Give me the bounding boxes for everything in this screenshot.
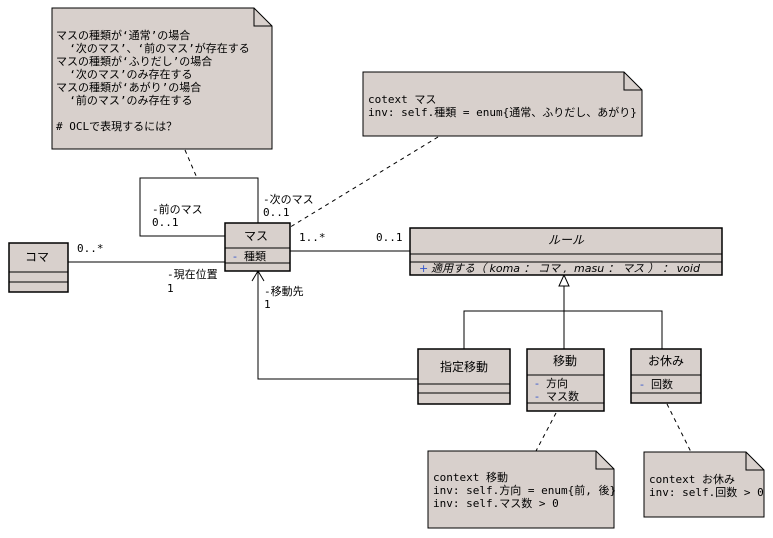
note-line: ‘前のマス’のみ存在する: [56, 93, 193, 107]
note-anchors: [184, 136, 692, 453]
generalization-branch: [463, 310, 663, 349]
generalization-triangle-icon: [558, 273, 570, 287]
note-line: cotext マス: [368, 93, 436, 106]
op-signature: 適用する（ koma ： コマ , masu ： マス ） ： void: [431, 262, 701, 275]
attr-visibility: -: [640, 378, 644, 391]
association-labels: -前のマス 0..1 -次のマス 0..1 0..* -現在位置 1 -移動先 …: [77, 192, 403, 311]
multiplicity-label: 0..1: [263, 206, 290, 219]
attr-name: 種類: [244, 249, 266, 263]
note-anchor-line: [286, 136, 439, 230]
note-line: マスの種類が‘ふりだし’の場合: [56, 54, 212, 68]
shitei-masu-line: [257, 271, 418, 380]
attr-visibility: -: [535, 377, 539, 390]
multiplicity-label: 1..*: [299, 231, 326, 244]
multiplicity-label: 0..*: [77, 242, 104, 255]
associations: [68, 177, 663, 380]
class-name: 移動: [553, 354, 577, 368]
class-name: ルール: [548, 233, 585, 247]
note-anchor-line: [535, 412, 557, 452]
class-name: お休み: [648, 354, 684, 368]
note-line: ‘次のマス’のみ存在する: [56, 67, 193, 81]
attr-name: マス数: [546, 390, 579, 403]
role-label: -前のマス: [152, 202, 203, 216]
op-visibility: +: [419, 262, 428, 275]
class-masu[interactable]: マス - 種類: [224, 222, 291, 272]
role-label: -次のマス: [263, 192, 314, 206]
multiplicity-label: 0..1: [152, 216, 179, 229]
note-line: context お休み: [649, 473, 735, 486]
note-anchor-line: [666, 403, 692, 453]
class-oyasumi[interactable]: お休み - 回数: [630, 348, 702, 404]
attr-name: 回数: [651, 378, 673, 391]
note-top-left: マスの種類が‘通常’の場合 ‘次のマス’、‘前のマス’が存在する マスの種類が‘…: [51, 7, 273, 150]
note-line: マスの種類が‘通常’の場合: [56, 28, 190, 42]
note-rest: context お休み inv: self.回数 > 0: [643, 451, 765, 518]
note-line: context 移動: [433, 470, 508, 484]
multiplicity-label: 0..1: [376, 231, 403, 244]
role-label: -現在位置: [167, 267, 218, 281]
class-idou[interactable]: 移動 - 方向 - マス数: [526, 348, 605, 412]
class-rule[interactable]: ルール + 適用する（ koma ： コマ , masu ： マス ） ： vo…: [409, 227, 723, 276]
attr-name: 方向: [546, 376, 568, 390]
class-koma[interactable]: コマ: [8, 242, 69, 293]
note-line: # OCLで表現するには？: [56, 119, 177, 133]
note-line: ‘次のマス’、‘前のマス’が存在する: [56, 41, 250, 55]
class-shitei-idou[interactable]: 指定移動: [417, 348, 511, 405]
class-name: コマ: [25, 250, 49, 264]
attr-visibility: -: [233, 250, 237, 263]
note-line: inv: self.回数 > 0: [649, 486, 764, 499]
note-line: inv: self.マス数 > 0: [433, 497, 559, 510]
class-name: マス: [244, 229, 268, 243]
attr-visibility: -: [535, 390, 539, 403]
class-name: 指定移動: [440, 359, 488, 374]
note-anchor-line: [184, 149, 198, 179]
note-line: inv: self.種類 = enum{通常、ふりだし、あがり}: [368, 105, 637, 119]
role-label: -移動先: [264, 284, 304, 298]
note-move: context 移動 inv: self.方向 = enum{前, 後} inv…: [427, 450, 616, 529]
note-line: inv: self.方向 = enum{前, 後}: [433, 483, 616, 497]
multiplicity-label: 1: [167, 282, 174, 295]
note-line: マスの種類が‘あがり’の場合: [56, 80, 201, 94]
note-top-right: cotext マス inv: self.種類 = enum{通常、ふりだし、あが…: [362, 71, 643, 137]
self-association-line: [139, 177, 259, 237]
multiplicity-label: 1: [264, 298, 271, 311]
